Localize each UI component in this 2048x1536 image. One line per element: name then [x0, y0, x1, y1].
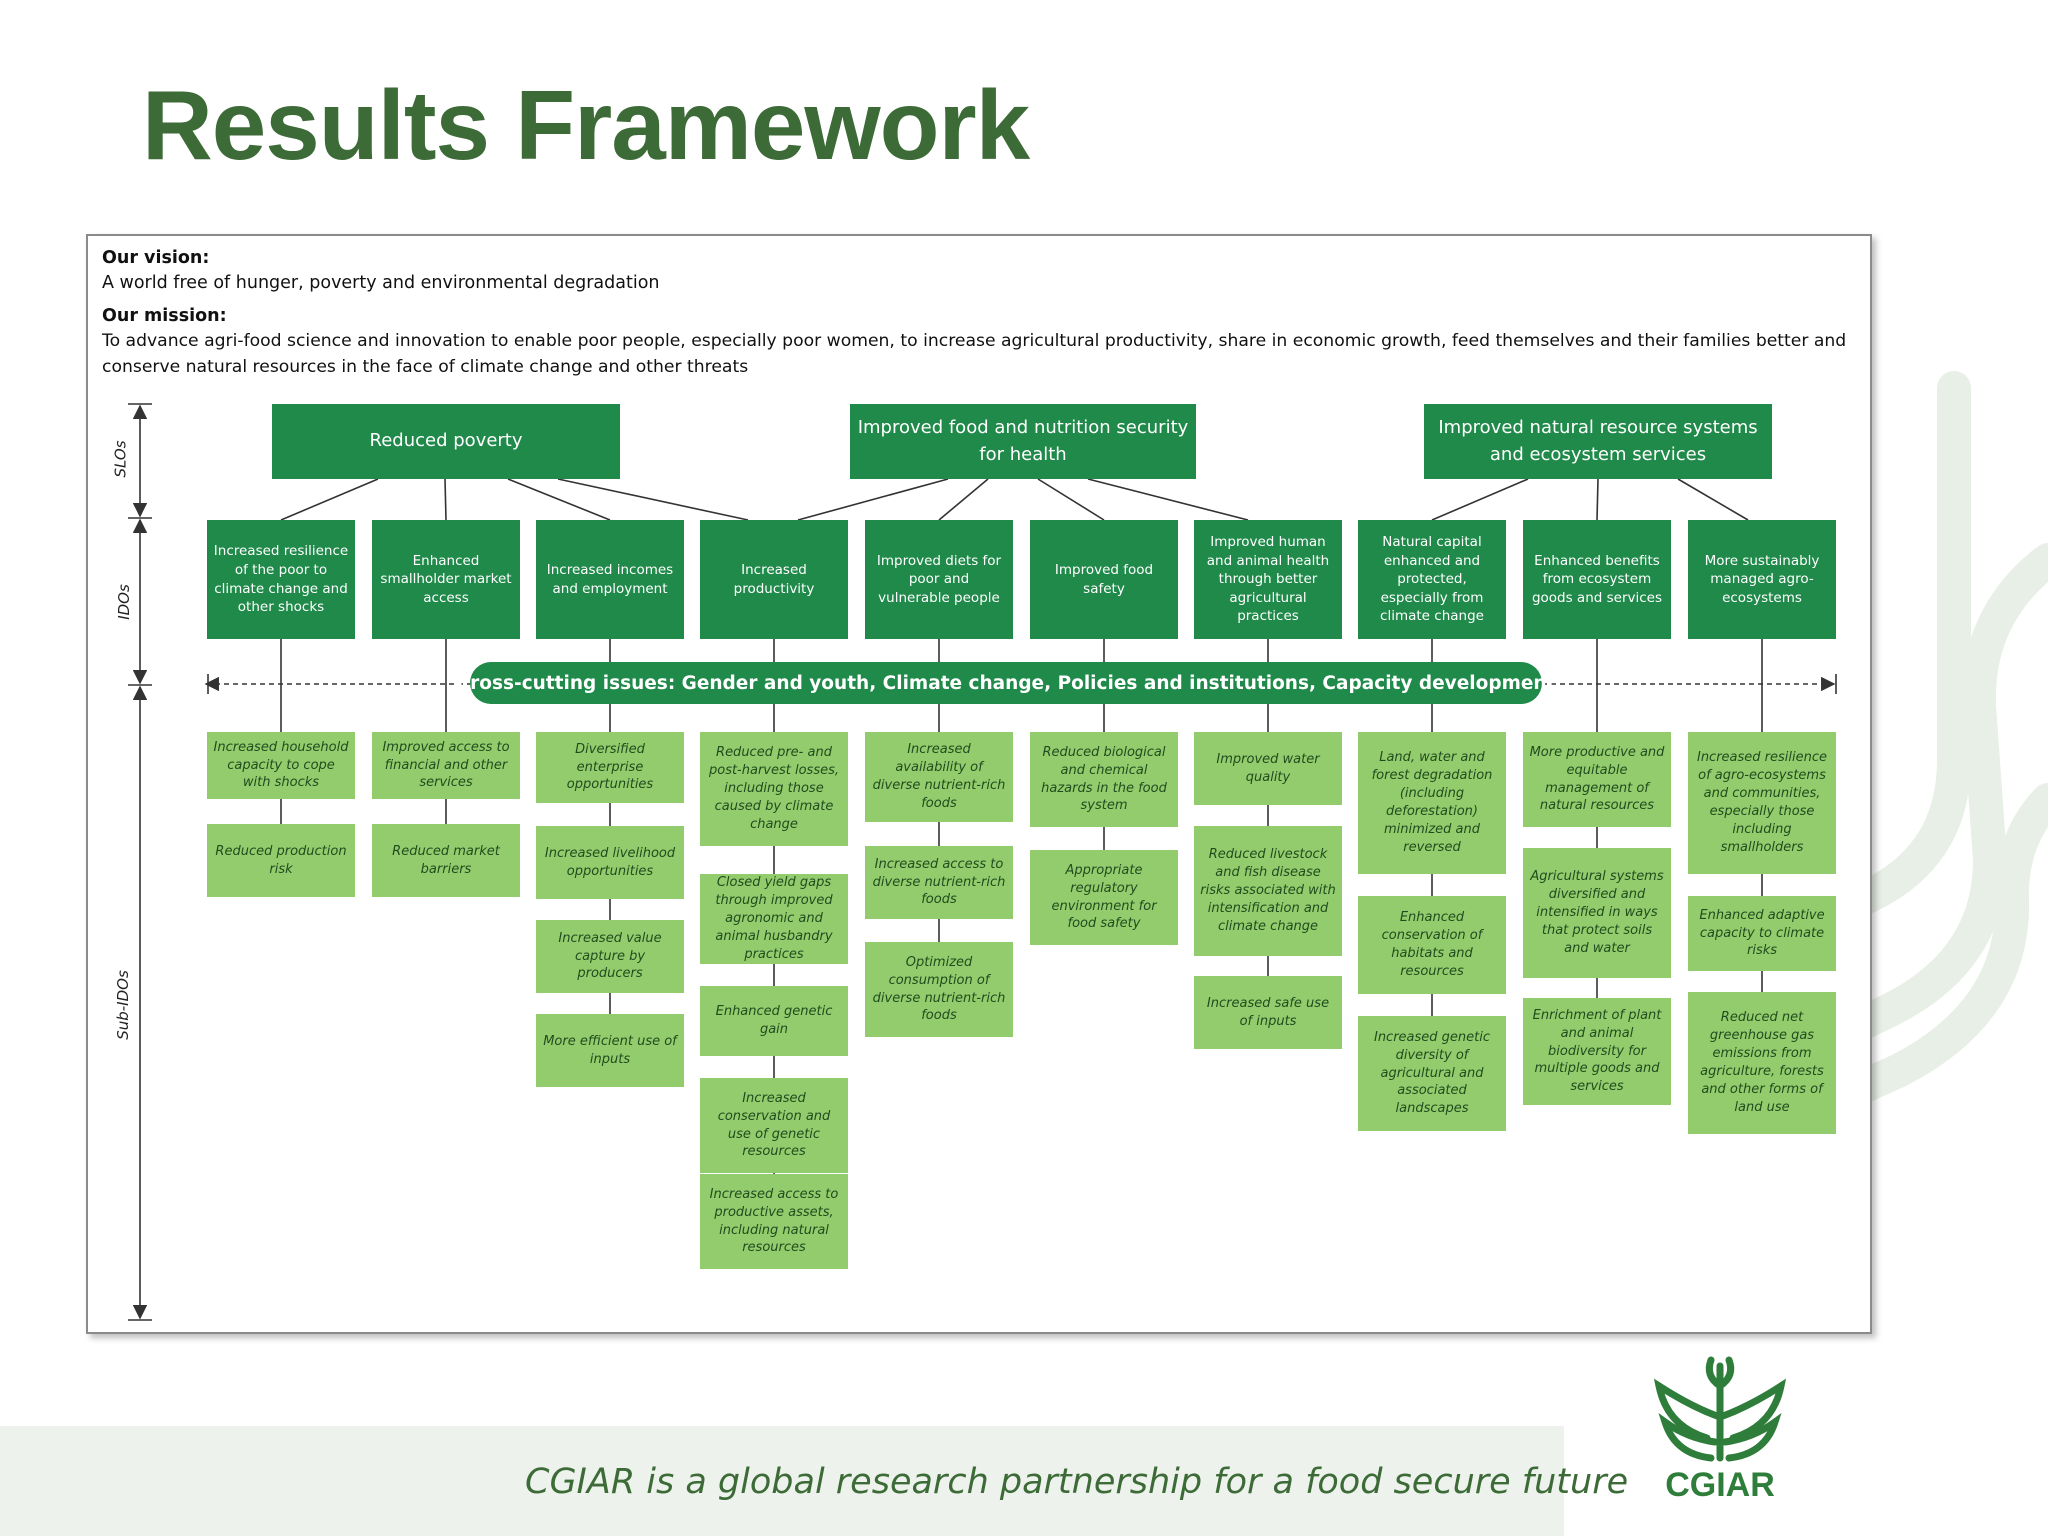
slo-2-to-ido-4-connector: [797, 478, 949, 521]
sub-ido-box-3-3: Increased value capture by producers: [536, 920, 684, 993]
sub-ido-box-7-3: Increased safe use of inputs: [1194, 976, 1342, 1049]
sub-ido-box-9-1: More productive and equitable management…: [1523, 732, 1671, 827]
slo-2-to-ido-5-connector: [938, 478, 989, 521]
sub-ido-box-3-4: More efficient use of inputs: [536, 1014, 684, 1087]
sub-ido-box-4-4: Increased conservation and use of geneti…: [700, 1078, 848, 1173]
slide-title: Results Framework: [142, 70, 1030, 180]
slo-2-to-ido-6-connector: [1037, 478, 1105, 521]
sub-ido-box-5-2: Increased access to diverse nutrient-ric…: [865, 846, 1013, 919]
slo-box-3: Improved natural resource systems and ec…: [1424, 404, 1772, 479]
axis-label-sub-idos: Sub-IDOs: [113, 970, 132, 1040]
vision-label: Our vision:: [102, 248, 210, 268]
slo-3-to-ido-9-connector: [1596, 478, 1599, 521]
ido-box-4: Increased productivity: [700, 520, 848, 639]
ido-box-2: Enhanced smallholder market access: [372, 520, 520, 639]
sub-ido-box-10-3: Reduced net greenhouse gas emissions fro…: [1688, 992, 1836, 1134]
sub-ido-box-1-1: Increased household capacity to cope wit…: [207, 732, 355, 799]
mission-text-line-1: To advance agri-food science and innovat…: [102, 331, 1847, 351]
sub-ido-box-4-1: Reduced pre- and post-harvest losses, in…: [700, 732, 848, 846]
ido-box-9: Enhanced benefits from ecosystem goods a…: [1523, 520, 1671, 639]
sub-ido-box-3-2: Increased livelihood opportunities: [536, 826, 684, 899]
sub-ido-box-2-2: Reduced market barriers: [372, 824, 520, 897]
sub-ido-box-4-3: Enhanced genetic gain: [700, 986, 848, 1056]
mission-text-line-2: conserve natural resources in the face o…: [102, 357, 749, 377]
sub-ido-box-8-2: Enhanced conservation of habitats and re…: [1358, 896, 1506, 994]
sub-ido-box-4-2: Closed yield gaps through improved agron…: [700, 874, 848, 964]
cgiar-logo-icon: [1653, 1356, 1787, 1462]
slo-3-to-ido-10-connector: [1677, 478, 1749, 521]
results-framework-diagram: Our vision: A world free of hunger, pove…: [86, 234, 1872, 1334]
ido-box-3: Increased incomes and employment: [536, 520, 684, 639]
ido-box-1: Increased resilience of the poor to clim…: [207, 520, 355, 639]
sub-ido-box-3-1: Diversified enterprise opportunities: [536, 732, 684, 803]
footer-tagline: CGIAR is a global research partnership f…: [525, 1462, 1629, 1502]
ido-box-8: Natural capital enhanced and protected, …: [1358, 520, 1506, 639]
sub-ido-box-8-1: Land, water and forest degradation (incl…: [1358, 732, 1506, 874]
footer-band: [0, 1426, 1564, 1536]
ido-box-10: More sustainably managed agro-ecosystems: [1688, 520, 1836, 639]
sub-ido-box-4-5: Increased access to productive assets, i…: [700, 1174, 848, 1269]
sub-ido-box-6-1: Reduced biological and chemical hazards …: [1030, 732, 1178, 827]
slo-1-to-ido-3-connector: [507, 478, 611, 521]
sub-ido-box-8-3: Increased genetic diversity of agricultu…: [1358, 1016, 1506, 1131]
slo-1-to-ido-4-connector: [557, 478, 749, 521]
ido-box-7: Improved human and animal health through…: [1194, 520, 1342, 639]
axis-label-idos: IDOs: [114, 584, 133, 620]
axis-label-slos: SLOs: [111, 440, 130, 478]
cross-cutting-issues-banner: Cross-cutting issues: Gender and youth, …: [457, 662, 1555, 704]
sub-ido-box-2-1: Improved access to financial and other s…: [372, 732, 520, 799]
vision-text: A world free of hunger, poverty and envi…: [102, 273, 660, 293]
sub-ido-box-9-3: Enrichment of plant and animal biodivers…: [1523, 998, 1671, 1105]
sub-ido-box-1-2: Reduced production risk: [207, 824, 355, 897]
mission-label: Our mission:: [102, 306, 227, 326]
slo-box-2: Improved food and nutrition security for…: [850, 404, 1196, 479]
cgiar-logo-text: CGIAR: [1665, 1466, 1775, 1504]
sub-ido-box-6-2: Appropriate regulatory environment for f…: [1030, 850, 1178, 945]
slo-3-to-ido-8-connector: [1431, 478, 1529, 521]
slo-2-to-ido-7-connector: [1087, 478, 1249, 521]
slo-1-to-ido-1-connector: [280, 478, 379, 521]
sub-ido-box-9-2: Agricultural systems diversified and int…: [1523, 848, 1671, 978]
sub-ido-box-10-1: Increased resilience of agro-ecosystems …: [1688, 732, 1836, 874]
sub-ido-box-5-1: Increased availability of diverse nutrie…: [865, 732, 1013, 822]
slo-1-to-ido-2-connector: [444, 478, 447, 521]
slo-box-1: Reduced poverty: [272, 404, 620, 479]
ido-box-5: Improved diets for poor and vulnerable p…: [865, 520, 1013, 639]
sub-ido-box-7-2: Reduced livestock and fish disease risks…: [1194, 826, 1342, 956]
ido-box-6: Improved food safety: [1030, 520, 1178, 639]
sub-ido-box-10-2: Enhanced adaptive capacity to climate ri…: [1688, 896, 1836, 971]
axis-lines: [128, 403, 152, 1321]
sub-ido-box-5-3: Optimized consumption of diverse nutrien…: [865, 942, 1013, 1037]
sub-ido-box-7-1: Improved water quality: [1194, 732, 1342, 805]
